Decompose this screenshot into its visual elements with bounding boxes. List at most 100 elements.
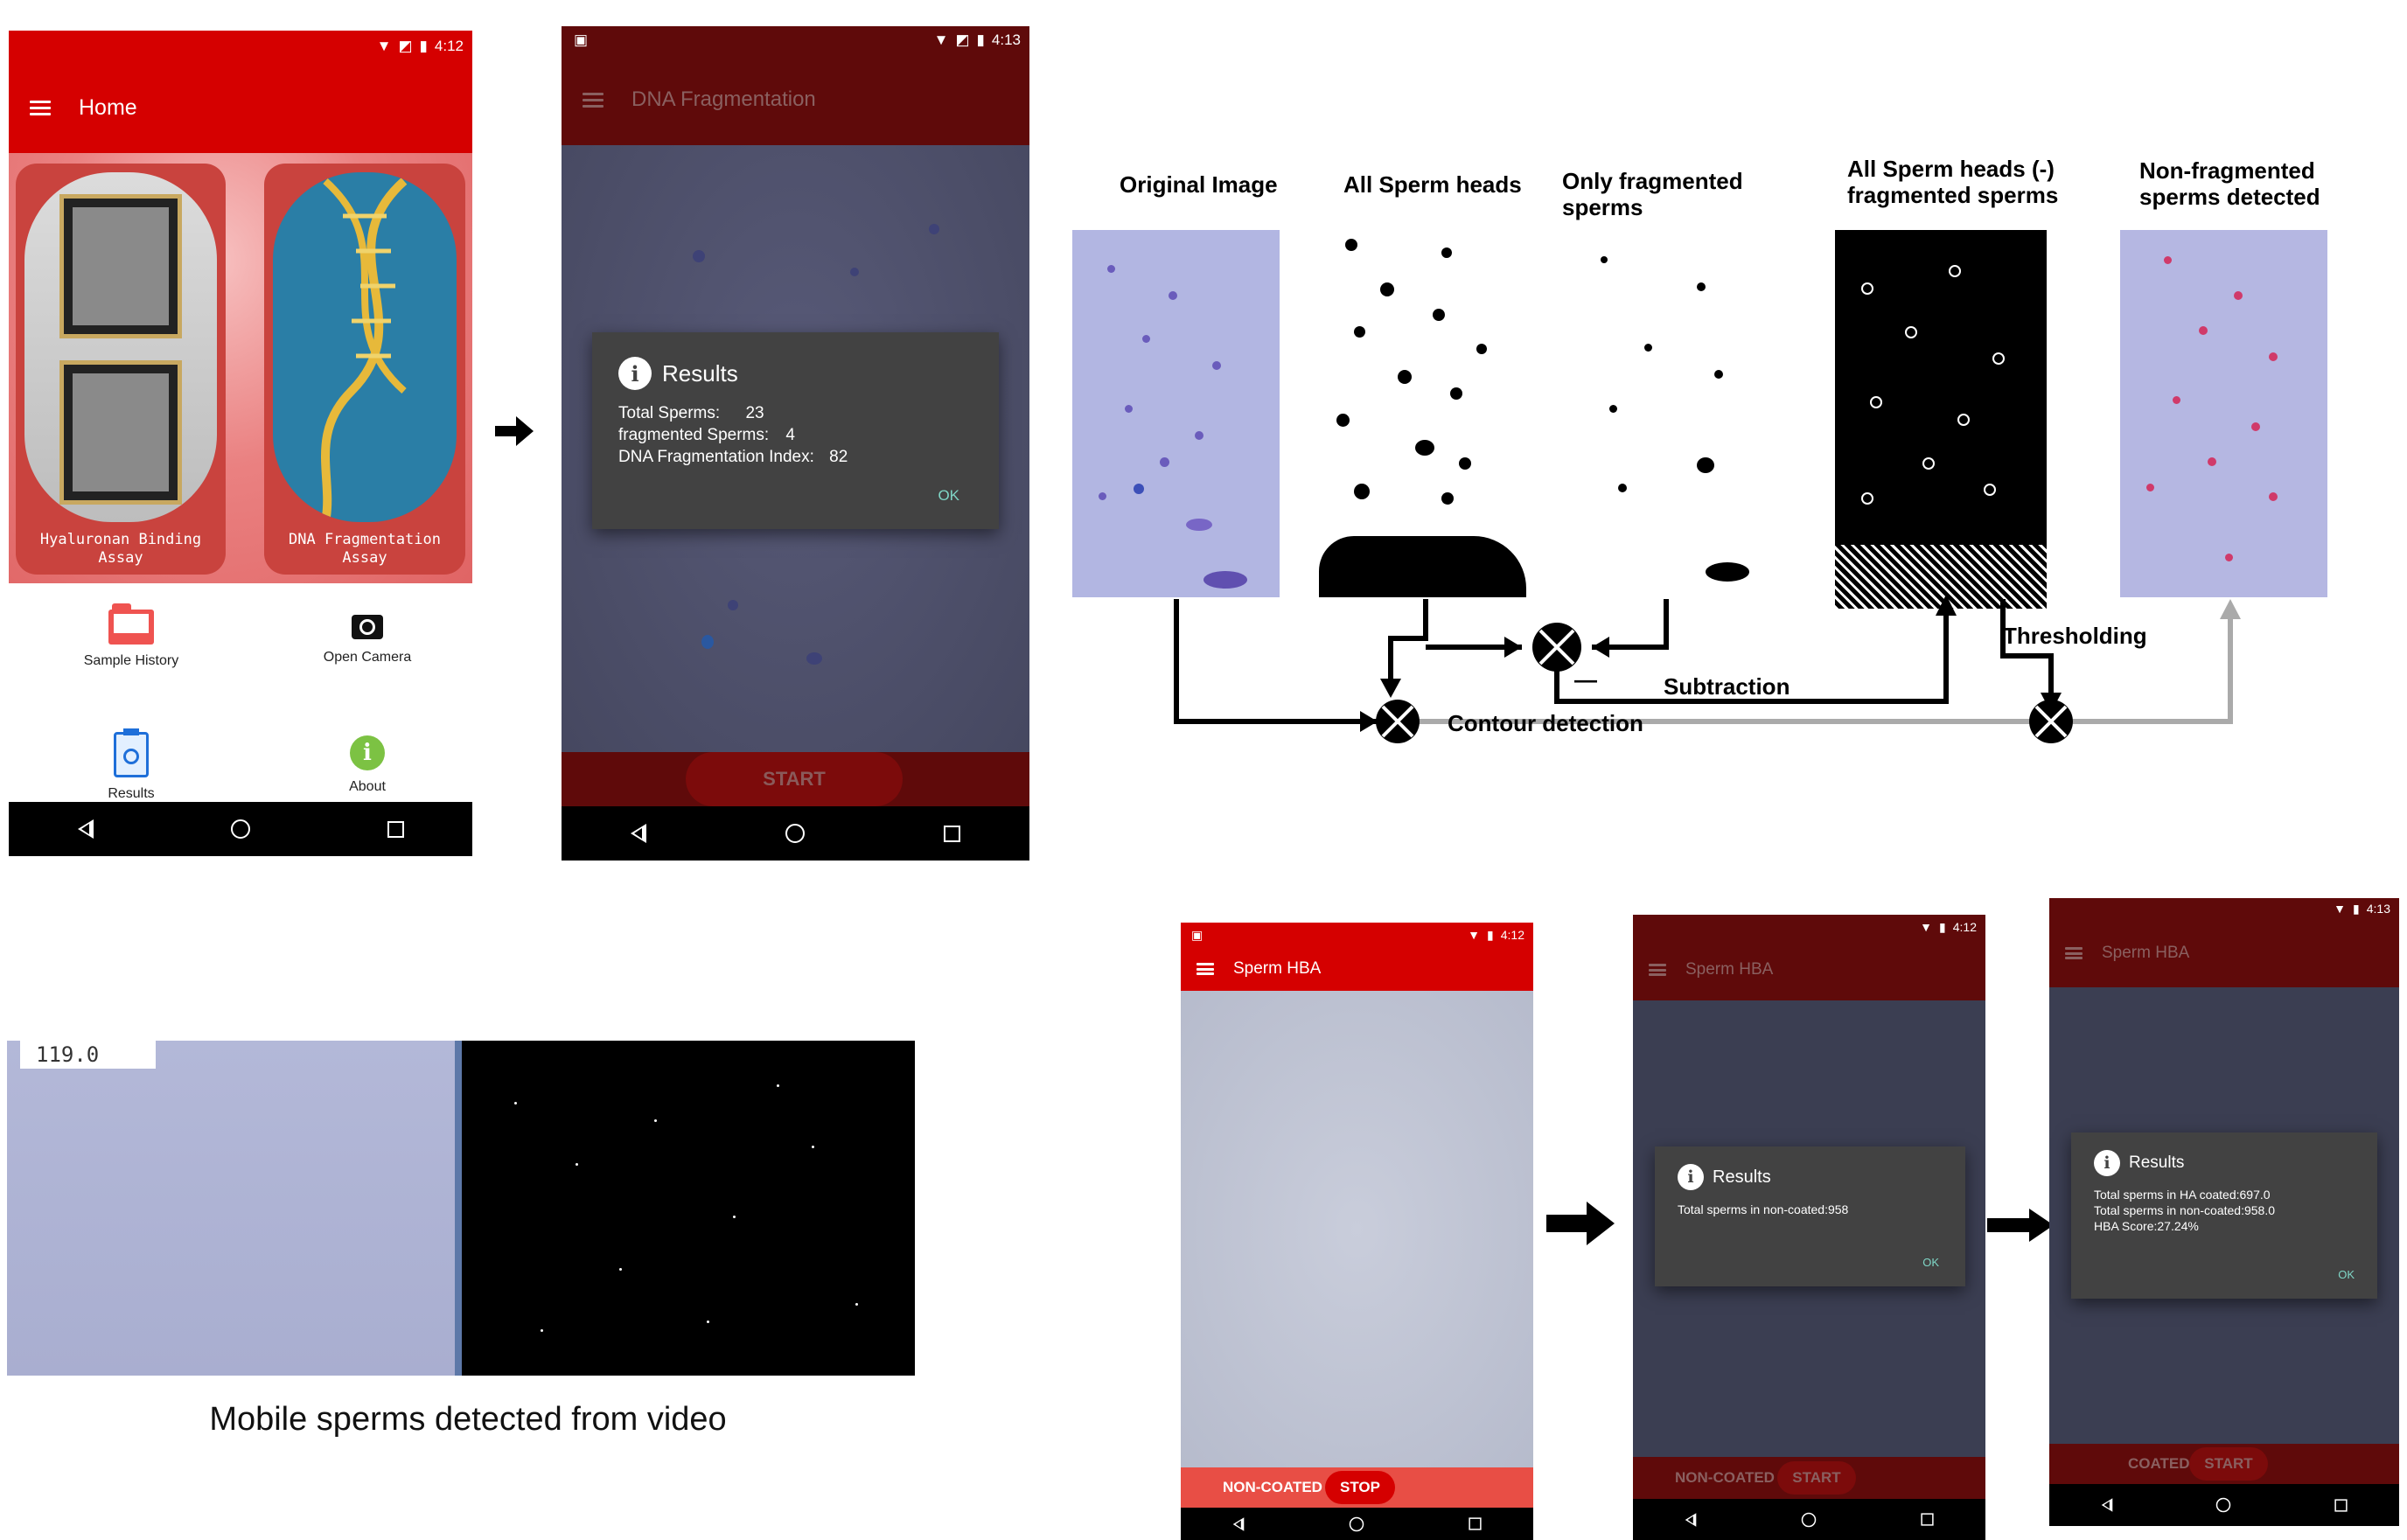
clipboard-icon [114, 728, 149, 777]
home-icon[interactable] [1349, 1516, 1364, 1531]
menu-open-camera[interactable]: Open Camera [271, 582, 464, 695]
results-dialog: i Results Total Sperms: 23 fragmented Sp… [592, 332, 999, 529]
card-hba-label: Hyaluronan Binding Assay [39, 531, 202, 567]
status-bar: ▣ ▼▮ 4:12 [1181, 923, 1533, 947]
battery-icon: ▮ [419, 38, 428, 54]
status-time: 4:12 [1952, 920, 1977, 934]
op-subtraction: Subtraction [1664, 673, 1790, 700]
back-icon[interactable] [2101, 1498, 2113, 1512]
arrow-right-icon [1546, 1202, 1615, 1245]
back-icon[interactable] [1233, 1516, 1245, 1531]
panel-original-image [1072, 230, 1280, 597]
video-frame-detected [462, 1041, 915, 1376]
combine-node-3 [2029, 700, 2073, 743]
status-bar: ▣ ▼ ◩ ▮ 4:13 [562, 26, 1029, 54]
battery-icon: ▮ [976, 31, 985, 48]
info-icon: i [350, 735, 385, 770]
mode-label: NON-COATED [1223, 1479, 1322, 1495]
app-bar: Home [9, 62, 472, 153]
wifi-icon: ▼ [1920, 920, 1933, 934]
signal-icon: ◩ [955, 31, 970, 48]
status-bar: ▼▮ 4:13 [2049, 898, 2399, 919]
menu-sample-history[interactable]: Sample History [35, 582, 227, 695]
image-icon: ▣ [1191, 927, 1204, 942]
page-title: Sperm HBA [1233, 959, 1322, 978]
app-bar: Sperm HBA [1181, 947, 1533, 991]
nav-bar [9, 802, 472, 856]
image-icon: ▣ [574, 31, 589, 48]
dialog-line: Total sperms in non-coated:958 [1678, 1202, 1849, 1216]
home-icon[interactable] [230, 819, 250, 839]
back-icon[interactable] [1685, 1512, 1697, 1527]
label-only-fragmented: Only fragmented sperms [1562, 168, 1743, 220]
dialog-body: Total sperms in HA coated:697.0 Total sp… [2094, 1188, 2276, 1233]
label-all-sperm-heads: All Sperm heads [1343, 171, 1522, 198]
start-button[interactable]: START [2189, 1447, 2268, 1481]
info-icon: i [618, 357, 652, 390]
start-button[interactable]: START [1777, 1461, 1856, 1495]
video-frame-original: 119.0 [7, 1041, 460, 1376]
results-dialog: i Results Total sperms in non-coated:958… [1655, 1146, 1965, 1286]
menu-icon[interactable] [1649, 964, 1666, 976]
home-icon[interactable] [1801, 1512, 1817, 1527]
battery-icon: ▮ [1939, 919, 1946, 934]
arrow-right-icon [1987, 1209, 2054, 1242]
page-title: DNA Fragmentation [631, 87, 816, 111]
cards-area: Hyaluronan Binding Assay DNA Fragmentati… [9, 153, 472, 583]
video-caption: Mobile sperms detected from video [209, 1401, 727, 1438]
menu-icon[interactable] [30, 100, 51, 115]
app-bar: Sperm HBA [2049, 919, 2399, 987]
back-icon[interactable] [631, 824, 647, 843]
ok-button[interactable]: OK [938, 487, 959, 504]
mode-label: NON-COATED [1675, 1469, 1775, 1486]
dialog-header: i Results [1678, 1164, 1771, 1190]
menu-icon[interactable] [2065, 947, 2083, 959]
dna-helix-icon [321, 178, 408, 522]
dialog-title: Results [1713, 1167, 1771, 1187]
dialog-title: Results [2129, 1153, 2185, 1172]
label-non-fragmented: Non-fragmented sperms detected [2139, 157, 2320, 210]
ok-button[interactable]: OK [1922, 1256, 1939, 1269]
signal-icon: ◩ [398, 38, 413, 54]
recents-icon[interactable] [1469, 1517, 1482, 1530]
home-icon[interactable] [785, 824, 805, 843]
nav-bar [1633, 1499, 1985, 1540]
wifi-icon: ▼ [2334, 902, 2347, 916]
ok-button[interactable]: OK [2338, 1268, 2355, 1281]
home-icon[interactable] [2216, 1497, 2231, 1513]
dialog-title: Results [662, 359, 738, 387]
recents-icon[interactable] [387, 820, 404, 838]
page-title: Sperm HBA [1685, 960, 1774, 979]
camera-icon [352, 615, 383, 639]
menu-icon[interactable] [1197, 963, 1214, 975]
frame-counter: 119.0 [20, 1041, 156, 1069]
panel-non-fragmented [2120, 230, 2327, 597]
back-icon[interactable] [77, 819, 94, 839]
card-dna-fragmentation[interactable]: DNA Fragmentation Assay [264, 164, 465, 575]
bottom-bar: COATED START [2049, 1444, 2399, 1484]
op-thresholding: Thresholding [2003, 623, 2147, 649]
recents-icon[interactable] [1921, 1513, 1934, 1526]
stop-button[interactable]: STOP [1325, 1471, 1395, 1504]
status-bar: ▼ ◩ ▮ 4:12 [9, 31, 472, 62]
recents-icon[interactable] [2334, 1498, 2348, 1512]
page-title: Sperm HBA [2102, 944, 2190, 962]
menu-results[interactable]: Results [35, 695, 227, 809]
status-time: 4:12 [1500, 928, 1524, 942]
combine-node-2 [1532, 623, 1581, 672]
camera-preview [1181, 991, 1533, 1467]
recents-icon[interactable] [943, 825, 960, 842]
wifi-icon: ▼ [933, 31, 949, 48]
label-original-image: Original Image [1120, 171, 1278, 198]
card-hyaluronan-binding[interactable]: Hyaluronan Binding Assay [16, 164, 226, 575]
panel-heads-minus-fragmented [1835, 230, 2047, 609]
menu-about[interactable]: i About [271, 695, 464, 809]
op-minus: — [1574, 666, 1597, 693]
video-divider [455, 1041, 462, 1376]
menu-icon[interactable] [583, 92, 603, 108]
status-time: 4:13 [2366, 902, 2390, 916]
dialog-body: Total Sperms: 23 fragmented Sperms: 4 DN… [618, 404, 848, 466]
start-button[interactable]: START [686, 752, 903, 806]
hba-screen-3: ▼▮ 4:13 Sperm HBA i Results Total sperms… [2049, 898, 2399, 1526]
status-time: 4:12 [434, 38, 464, 54]
